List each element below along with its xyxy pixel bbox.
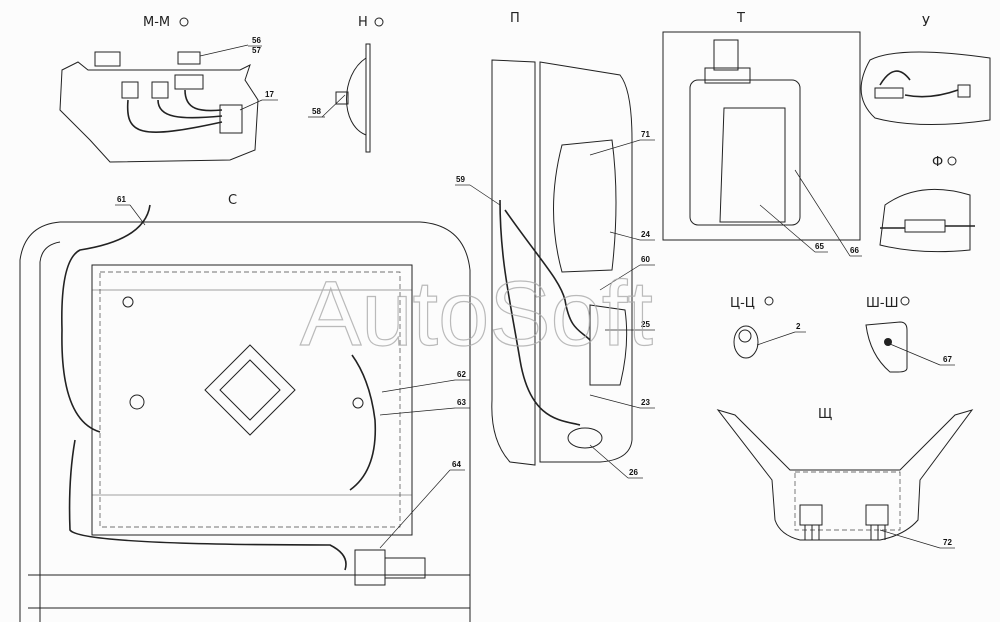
view-title-p: П bbox=[510, 11, 520, 26]
watermark: AutoSoft bbox=[300, 263, 653, 365]
callout-61: 61 bbox=[117, 195, 126, 204]
wires bbox=[804, 525, 886, 540]
callout-66: 66 bbox=[850, 246, 859, 255]
callout-24: 24 bbox=[641, 230, 650, 239]
pump-cap bbox=[713, 39, 739, 71]
view-title-u: У bbox=[922, 15, 930, 30]
wiring bbox=[126, 89, 223, 133]
callout-17: 17 bbox=[265, 90, 274, 99]
callout-58: 58 bbox=[312, 107, 321, 116]
reservoir-66 bbox=[689, 79, 801, 226]
wiring bbox=[499, 199, 581, 426]
harness-61 bbox=[61, 204, 151, 433]
terminal-block bbox=[874, 87, 904, 99]
view-title-t: Т bbox=[736, 11, 745, 26]
callout-65: 65 bbox=[815, 242, 824, 251]
view-title-n: Н bbox=[358, 15, 368, 30]
callout-2: 2 bbox=[796, 322, 801, 331]
switch-56 bbox=[177, 51, 201, 65]
lamp-58 bbox=[346, 57, 367, 136]
callout-67: 67 bbox=[943, 355, 952, 364]
view-u: У bbox=[860, 15, 991, 126]
leader-line bbox=[199, 44, 249, 57]
view-ts-ts: Ц-Ц 2 bbox=[730, 296, 806, 359]
wiring bbox=[879, 70, 959, 98]
view-title-s: С bbox=[228, 193, 237, 208]
wiring bbox=[504, 209, 591, 341]
view-title-f: Ф bbox=[932, 155, 943, 170]
view-title-m-m: М-М bbox=[143, 15, 170, 30]
wiring bbox=[880, 225, 975, 229]
view-t: Т 65 66 bbox=[662, 11, 862, 257]
view-title-ts-ts: Ц-Ц bbox=[730, 296, 755, 311]
callout-60: 60 bbox=[641, 255, 650, 264]
callout-23: 23 bbox=[641, 398, 650, 407]
view-marker-icon bbox=[947, 156, 957, 166]
terminal bbox=[957, 84, 971, 98]
connector bbox=[121, 81, 139, 99]
lamp-25 bbox=[589, 304, 628, 386]
callout-72: 72 bbox=[943, 538, 952, 547]
connector bbox=[151, 81, 169, 99]
callout-59: 59 bbox=[456, 175, 465, 184]
side-panel bbox=[491, 59, 536, 466]
view-marker-icon bbox=[374, 17, 384, 27]
callout-62: 62 bbox=[457, 370, 466, 379]
block-17 bbox=[219, 104, 243, 134]
bolt bbox=[884, 338, 892, 346]
detail-outline bbox=[879, 188, 971, 253]
view-n: Н 58 bbox=[308, 15, 384, 153]
wire-63 bbox=[349, 354, 377, 491]
callout-57: 57 bbox=[252, 46, 261, 55]
callout-71: 71 bbox=[641, 130, 650, 139]
housing bbox=[94, 51, 121, 67]
relay-64 bbox=[354, 549, 386, 586]
callout-26: 26 bbox=[629, 468, 638, 477]
dashboard-outline bbox=[59, 61, 259, 163]
connector bbox=[799, 504, 823, 526]
console-outline bbox=[716, 409, 974, 541]
bracket-65 bbox=[719, 107, 786, 223]
view-p: П 71 59 24 60 25 23 26 bbox=[455, 11, 655, 479]
logo-mark bbox=[204, 344, 296, 436]
view-frame bbox=[662, 31, 861, 241]
view-sh-sh: Ш-Ш 67 bbox=[865, 296, 955, 373]
view-marker-icon bbox=[179, 17, 189, 27]
detail-outline bbox=[860, 51, 991, 126]
view-marker-icon bbox=[764, 296, 774, 306]
connector-2 bbox=[733, 325, 759, 359]
view-marker-icon bbox=[900, 296, 910, 306]
callout-25: 25 bbox=[641, 320, 650, 329]
view-title-shch: Щ bbox=[818, 407, 832, 422]
connector bbox=[174, 74, 204, 90]
headlamp-71 bbox=[553, 139, 617, 273]
cover-67 bbox=[865, 321, 908, 373]
callout-63: 63 bbox=[457, 398, 466, 407]
cab-outline bbox=[19, 221, 471, 622]
view-shch: Щ 72 bbox=[716, 407, 974, 549]
mounting-panel bbox=[91, 264, 413, 536]
lamp-26 bbox=[567, 427, 603, 449]
panel-section bbox=[365, 43, 371, 153]
view-m-m: М-М 56 57 17 bbox=[59, 15, 278, 163]
connector bbox=[904, 219, 946, 233]
view-f: Ф bbox=[879, 155, 975, 253]
connector bbox=[865, 504, 889, 526]
harness bbox=[68, 439, 347, 571]
callout-56: 56 bbox=[252, 36, 261, 45]
view-s: С 61 62 63 64 bbox=[19, 193, 471, 622]
view-title-sh-sh: Ш-Ш bbox=[866, 296, 899, 311]
callout-64: 64 bbox=[452, 460, 461, 469]
